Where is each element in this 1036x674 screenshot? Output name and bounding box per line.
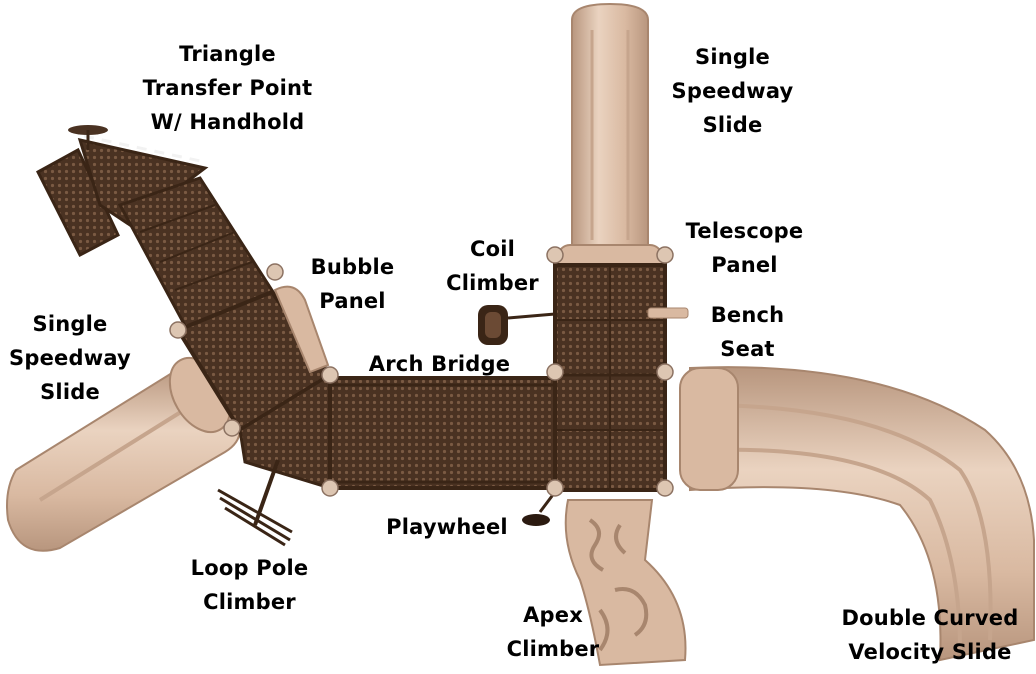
label-line: Apex — [523, 603, 583, 627]
apex-climber — [564, 499, 687, 667]
label-line: Climber — [446, 271, 539, 295]
post-caps — [169, 246, 674, 497]
label-loop-pole-climber: Loop Pole Climber — [172, 551, 327, 619]
label-line: Arch Bridge — [368, 352, 511, 376]
label-line: Double Curved — [841, 606, 1019, 630]
label-line: Loop Pole — [190, 556, 309, 580]
label-line: Slide — [40, 380, 100, 404]
post-cap — [656, 479, 674, 497]
label-line: Speedway — [9, 346, 131, 370]
post-cap — [266, 263, 284, 281]
label-single-speedway-slide-top: Single Speedway Slide — [650, 40, 815, 142]
post-cap — [656, 246, 674, 264]
post-cap — [223, 419, 241, 437]
arch-bridge — [328, 376, 557, 490]
playwheel — [522, 491, 557, 526]
post-cap — [656, 363, 674, 381]
label-telescope-panel: Telescope Panel — [672, 214, 817, 282]
right-deck — [553, 263, 667, 492]
label-line: Single — [695, 45, 770, 69]
triangle-transfer-point — [36, 125, 209, 258]
post-cap — [546, 363, 564, 381]
label-line: Panel — [711, 253, 778, 277]
single-speedway-slide-top — [557, 2, 663, 276]
post-cap — [169, 321, 187, 339]
loop-pole-climber — [217, 459, 293, 547]
label-single-speedway-slide-left: Single Speedway Slide — [0, 307, 140, 409]
post-cap — [321, 479, 339, 497]
coil-climber — [478, 305, 556, 345]
post-cap — [321, 366, 339, 384]
post-cap — [546, 246, 564, 264]
label-line: Bench — [710, 303, 785, 327]
label-double-curved-velocity-slide: Double Curved Velocity Slide — [826, 601, 1034, 669]
label-playwheel: Playwheel — [372, 513, 522, 541]
label-line: Transfer Point — [142, 76, 313, 100]
label-line: Speedway — [671, 79, 794, 103]
label-line: Climber — [203, 590, 296, 614]
label-line: Slide — [702, 113, 763, 137]
label-bench-seat: Bench Seat — [695, 298, 800, 366]
single-speedway-slide-left — [6, 357, 241, 552]
label-line: Velocity Slide — [848, 640, 1012, 664]
telescope-panel — [647, 307, 689, 319]
label-line: Coil — [469, 237, 516, 261]
label-line: Playwheel — [386, 515, 508, 539]
label-line: Single — [32, 312, 108, 336]
label-line: Triangle — [179, 42, 276, 66]
label-line: Climber — [506, 637, 600, 661]
label-triangle-transfer-point: Triangle Transfer Point W/ Handhold — [120, 37, 335, 139]
label-line: Telescope — [685, 219, 804, 243]
post-cap — [546, 479, 564, 497]
label-apex-climber: Apex Climber — [493, 598, 613, 666]
label-line: Bubble — [310, 255, 395, 279]
label-arch-bridge: Arch Bridge — [352, 350, 527, 378]
label-line: W/ Handhold — [150, 110, 305, 134]
bubble-panel — [273, 285, 330, 374]
label-bubble-panel: Bubble Panel — [295, 250, 410, 318]
label-coil-climber: Coil Climber — [435, 232, 550, 300]
label-line: Panel — [319, 289, 386, 313]
double-curved-velocity-slide — [679, 366, 1035, 662]
label-line: Seat — [720, 337, 775, 361]
